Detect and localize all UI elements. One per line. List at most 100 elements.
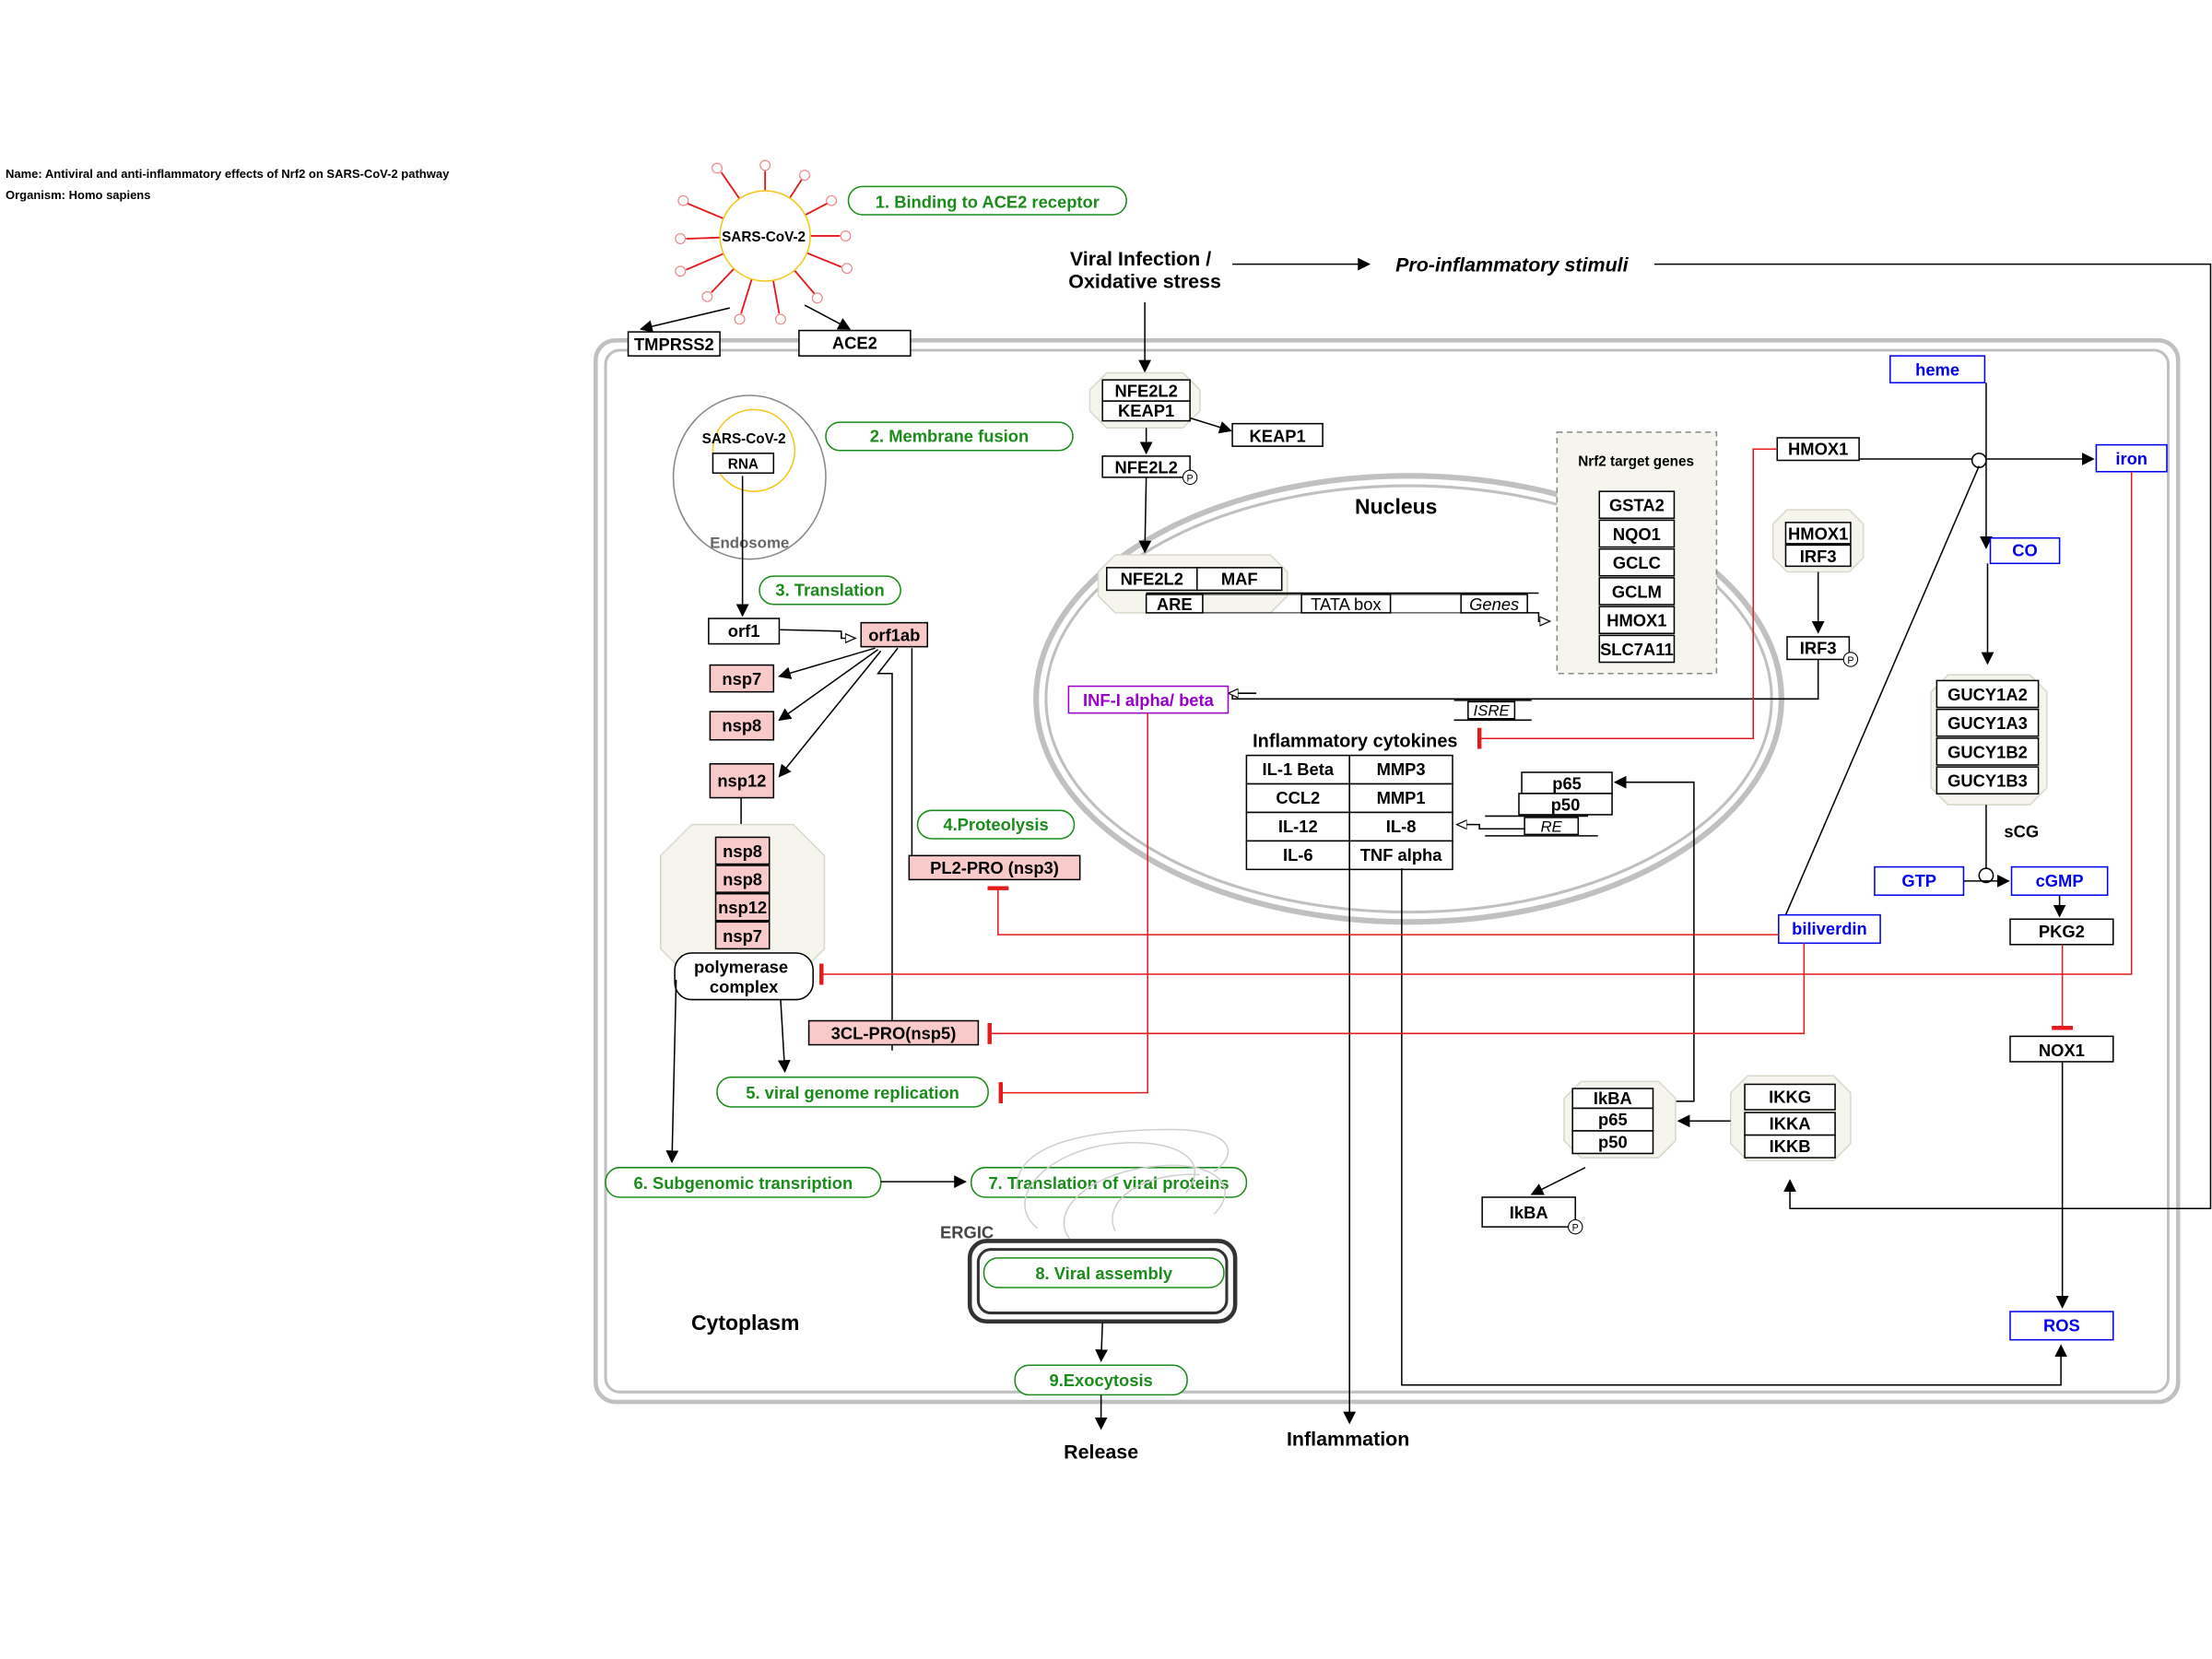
- p50-complex-node[interactable]: [1571, 1130, 1654, 1155]
- irf3-phospho-node[interactable]: [1786, 636, 1851, 661]
- tmprss2-label: TMPRSS2: [634, 335, 714, 354]
- inhibit-biliverdin-3clpro: [987, 943, 1806, 1044]
- nrf2-target-gene[interactable]: [1598, 634, 1676, 664]
- cgmp-node[interactable]: [2010, 865, 2109, 896]
- 3clpro-node[interactable]: [807, 1019, 980, 1046]
- gucy-subunit-label: GUCY1B2: [1947, 742, 2028, 761]
- heme-node[interactable]: [1889, 355, 1986, 384]
- gucy-subunit[interactable]: [1936, 737, 2040, 766]
- isre-element[interactable]: [1467, 700, 1516, 720]
- nrf2-target-gene[interactable]: [1598, 547, 1676, 577]
- complex-nsp7[interactable]: [714, 921, 771, 950]
- irf3-phosphate-icon: [1842, 652, 1859, 667]
- ros-node[interactable]: [2009, 1311, 2114, 1341]
- p65-complex-label: p65: [1598, 1110, 1628, 1129]
- pl2pro-label: PL2-PRO (nsp3): [930, 858, 1059, 877]
- pl2pro-node[interactable]: [908, 854, 1081, 881]
- complex-hmox1-node[interactable]: [1784, 522, 1852, 545]
- keap1-node-a[interactable]: [1101, 400, 1191, 422]
- ikba-phospho-node[interactable]: [1481, 1196, 1577, 1228]
- complex-nsp8-b[interactable]: [714, 865, 771, 893]
- ikba-phosphate-icon: [1568, 1218, 1583, 1235]
- nrf2-target-gene[interactable]: [1598, 577, 1676, 606]
- biliverdin-node[interactable]: [1778, 913, 1881, 945]
- ikkb-node[interactable]: [1744, 1134, 1836, 1159]
- p50-nuclear-node[interactable]: [1518, 793, 1613, 816]
- hmox1-catalysis-icon: [1971, 453, 1987, 468]
- cytokine-cell[interactable]: [1348, 782, 1453, 814]
- ace2-node[interactable]: [798, 329, 912, 357]
- cytokines-title: Inflammatory cytokines: [1253, 731, 1457, 751]
- nfe2l2-phosphate-label: P: [1187, 473, 1194, 484]
- viral-assembly-inner: [976, 1248, 1229, 1315]
- keap1-node-b[interactable]: [1231, 422, 1324, 447]
- complex-irf3-node[interactable]: [1784, 544, 1852, 568]
- rna-box: [712, 453, 775, 475]
- ikkg-label: IKKG: [1769, 1087, 1811, 1106]
- edge-orf1ab-nsp8: [778, 649, 879, 722]
- nsp12-label: nsp12: [717, 771, 766, 790]
- complex-hmox1-label: HMOX1: [1788, 524, 1848, 543]
- cgmp-label: cGMP: [2036, 871, 2084, 890]
- edge-complex-ikbap: [1530, 1167, 1586, 1195]
- ikkg-node[interactable]: [1744, 1083, 1836, 1111]
- complex-nsp8-b-label: nsp8: [723, 869, 762, 888]
- step-4-label: 4.Proteolysis: [943, 815, 1048, 834]
- edge-genes-targets: [1527, 612, 1550, 621]
- cytokine-cell[interactable]: [1348, 754, 1453, 785]
- virus-label: SARS-CoV-2: [722, 229, 806, 245]
- nrf2-target-gene[interactable]: [1598, 606, 1676, 635]
- edge-irf3-isre: [1231, 659, 1819, 700]
- cytokine-label: CCL2: [1276, 788, 1320, 807]
- proinflammatory-label: Pro-inflammatory stimuli: [1395, 253, 1630, 276]
- gucy-subunit[interactable]: [1936, 708, 2040, 737]
- keap1-label-a: KEAP1: [1118, 401, 1174, 420]
- nsp7-node[interactable]: [709, 664, 775, 693]
- ikka-node[interactable]: [1744, 1112, 1836, 1136]
- step-8-label: 8. Viral assembly: [1035, 1264, 1172, 1283]
- gtp-label: GTP: [1901, 871, 1936, 890]
- orf1ab-node[interactable]: [860, 621, 929, 648]
- cytokine-cell[interactable]: [1348, 811, 1453, 842]
- tata-box-label: TATA box: [1311, 594, 1382, 614]
- gucy-subunit[interactable]: [1936, 766, 2040, 795]
- maf-node[interactable]: [1196, 567, 1283, 592]
- iron-node[interactable]: [2095, 443, 2168, 473]
- hmox1-node[interactable]: [1776, 437, 1860, 462]
- gucy-catalysis-icon: [1978, 867, 1994, 884]
- nfe2l2-nuclear-label: NFE2L2: [1121, 569, 1183, 588]
- tmprss2-node[interactable]: [627, 331, 721, 357]
- step-5-pill: [716, 1077, 989, 1108]
- cytokine-cell[interactable]: [1245, 782, 1350, 814]
- nrf2-target-gene[interactable]: [1598, 490, 1676, 520]
- heme-label: heme: [1915, 360, 1959, 380]
- p65-nuclear-label: p65: [1552, 773, 1582, 793]
- edge-orf1ab-nsp12: [778, 650, 882, 778]
- polymerase-label-2: complex: [710, 977, 779, 996]
- edge-complex-replication: [777, 999, 791, 1074]
- nfe2l2-label-a: NFE2L2: [1114, 382, 1177, 401]
- gucy-subunit-label: GUCY1B3: [1947, 771, 2028, 791]
- step-2-label: 2. Membrane fusion: [870, 427, 1029, 446]
- gucy-subunit[interactable]: [1936, 679, 2040, 709]
- orf1-node[interactable]: [708, 618, 781, 645]
- cytokine-label: IL-8: [1386, 817, 1417, 836]
- nsp8-node[interactable]: [709, 711, 775, 741]
- nox1-node[interactable]: [2009, 1035, 2114, 1063]
- re-element[interactable]: [1524, 817, 1580, 836]
- genes-element[interactable]: [1460, 594, 1528, 614]
- inf-node[interactable]: [1067, 685, 1230, 714]
- co-node[interactable]: [1989, 536, 2061, 565]
- nfe2l2-nuclear-node[interactable]: [1106, 567, 1198, 592]
- complex-nsp12[interactable]: [714, 892, 771, 922]
- cytokine-cell[interactable]: [1348, 840, 1453, 871]
- orf1ab-label: orf1ab: [868, 626, 920, 645]
- gtp-node[interactable]: [1874, 865, 1965, 896]
- nrf2-target-gene[interactable]: [1598, 519, 1676, 548]
- nsp12-node[interactable]: [709, 763, 775, 799]
- complex-nsp8-a[interactable]: [714, 836, 771, 865]
- spacer-element-2: [1390, 594, 1462, 614]
- polymerase-complex-node[interactable]: [674, 952, 814, 1001]
